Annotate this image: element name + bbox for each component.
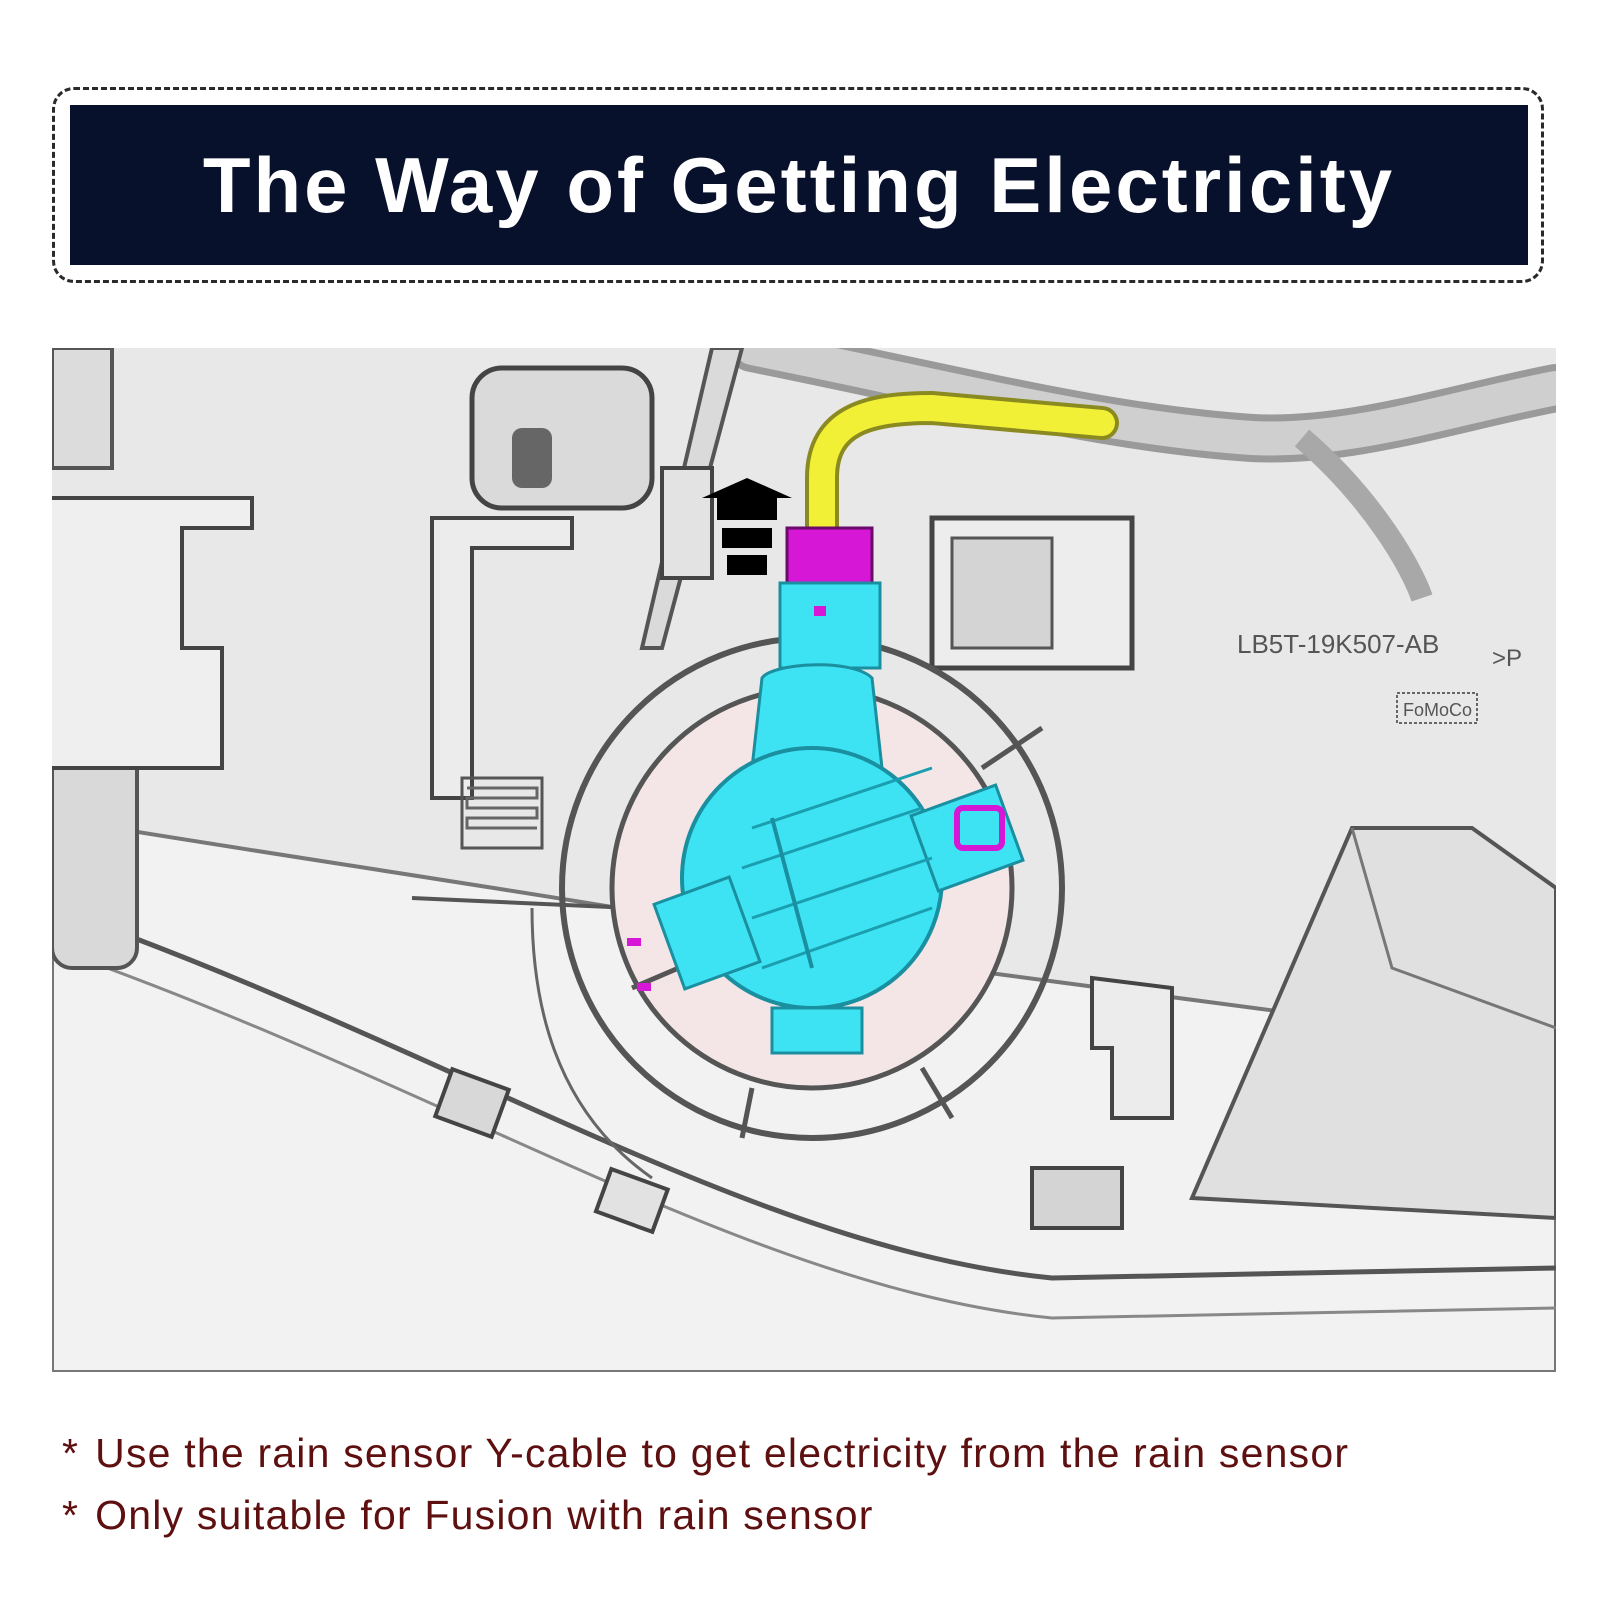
panel-edge-2 (52, 946, 1556, 1320)
cable-bundle-highlight (735, 348, 1556, 456)
upper-clip (469, 365, 655, 511)
right-housing-edge (1350, 827, 1556, 1030)
y-cable-core (809, 394, 1115, 551)
notes: * Use the rain sensor Y-cable to get elec… (62, 1422, 1349, 1546)
right-latch-inner (950, 536, 1054, 650)
note-item: * Use the rain sensor Y-cable to get elec… (62, 1422, 1349, 1484)
left-block (52, 736, 139, 970)
note-bullet: * (62, 1430, 80, 1476)
installation-diagram: LB5T-19K507-AB >P FoMoCo (52, 348, 1556, 1372)
sensor-divider (770, 817, 814, 969)
title-banner: The Way of Getting Electricity (70, 105, 1528, 265)
sensor-bottom-tab (770, 1006, 864, 1055)
part-number-label: LB5T-19K507-AB (1237, 629, 1439, 659)
note-bullet: * (62, 1492, 80, 1538)
side-latch (660, 466, 714, 580)
page-title: The Way of Getting Electricity (202, 140, 1396, 229)
sensor-pin-1 (627, 938, 641, 946)
sensor-neck-latch (814, 606, 826, 616)
heater-zigzag-frame (460, 776, 544, 850)
diagram-drawing: LB5T-19K507-AB >P FoMoCo (52, 348, 1556, 1372)
note-text: Use the rain sensor Y-cable to get elect… (95, 1430, 1350, 1476)
sensor-ribs (741, 766, 933, 970)
left-frame (52, 496, 254, 770)
thin-rod (411, 896, 633, 910)
sensor-shoulder (750, 663, 884, 770)
panel-edge (52, 905, 1556, 1281)
note-text: Only suitable for Fusion with rain senso… (95, 1492, 874, 1538)
connector-icon (785, 526, 874, 585)
sensor-side-connector (954, 805, 1005, 851)
ring-spoke-4 (919, 1066, 955, 1120)
small-connector-1 (432, 1066, 512, 1140)
ring-spoke-3 (739, 1087, 755, 1139)
brand-mark-box (1396, 692, 1478, 724)
sensor-right-tab (909, 783, 1025, 893)
arrow-up-icon (702, 478, 792, 498)
sensor-neck (778, 581, 882, 670)
arrow-bar-1 (717, 498, 777, 520)
sensor-left-tab (652, 875, 762, 991)
sensor-pin-2 (637, 983, 651, 991)
right-housing (1189, 826, 1556, 1221)
heater-zigzag (465, 786, 539, 830)
note-item: * Only suitable for Fusion with rain sens… (62, 1484, 1349, 1546)
title-frame (52, 87, 1544, 283)
edge-fragment-label: >P (1492, 645, 1522, 672)
thin-wire (530, 907, 653, 1180)
upper-clip-hole (512, 428, 552, 488)
arrow-bar-2 (722, 528, 772, 548)
bottom-clip (1030, 1166, 1124, 1230)
small-connector-2 (593, 1166, 671, 1235)
spring-clip (1090, 975, 1174, 1120)
arrow-bar-3 (727, 555, 767, 575)
brand-mark-label: FoMoCo (1403, 700, 1472, 720)
left-bracket-top (52, 348, 114, 470)
ring-spoke-2 (980, 725, 1044, 771)
mid-frame (430, 516, 574, 800)
cable-branch (1294, 429, 1433, 602)
